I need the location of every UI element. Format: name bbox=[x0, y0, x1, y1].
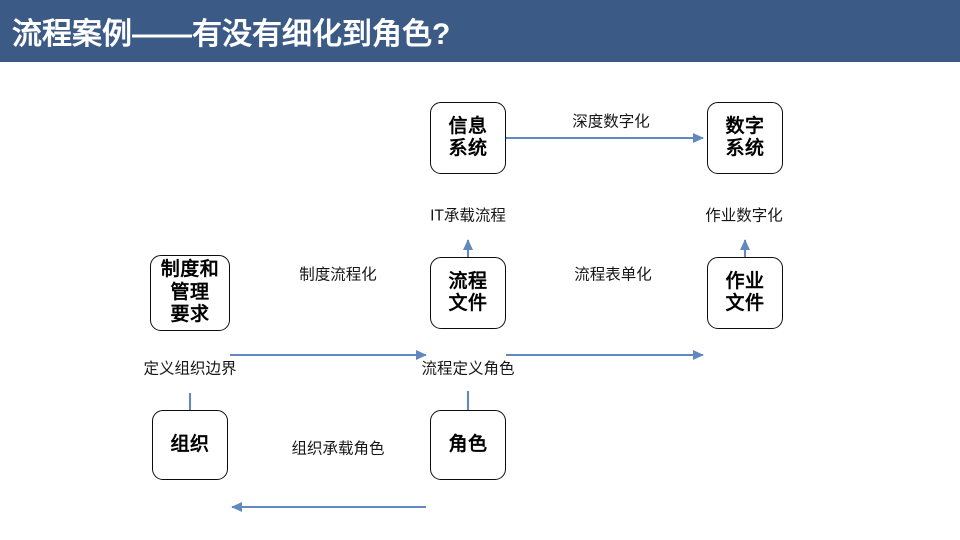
edge-label-process-to-role: 流程定义角色 bbox=[421, 360, 515, 378]
diagram-canvas: 信息 系统 数字 系统 制度和 管理 要求 流程 文件 作业 文件 组织 角色 … bbox=[0, 62, 960, 540]
edge-label-policy-to-process: 制度流程化 bbox=[299, 266, 377, 284]
node-digital-system[interactable]: 数字 系统 bbox=[707, 102, 783, 174]
edge-label-process-to-work: 流程表单化 bbox=[574, 266, 652, 284]
node-label: 流程 文件 bbox=[448, 270, 488, 314]
slide-title-bar: 流程案例——有没有细化到角色? bbox=[0, 0, 960, 62]
node-role[interactable]: 角色 bbox=[430, 410, 506, 480]
edge-label-work-to-digital: 作业数字化 bbox=[705, 207, 783, 225]
node-label: 作业 文件 bbox=[725, 270, 765, 314]
node-label: 角色 bbox=[448, 433, 488, 455]
node-label: 信息 系统 bbox=[448, 115, 488, 159]
edge-label-policy-to-org: 定义组织边界 bbox=[143, 360, 237, 378]
node-label: 组织 bbox=[170, 433, 210, 455]
node-label: 制度和 管理 要求 bbox=[160, 259, 220, 326]
node-organization[interactable]: 组织 bbox=[152, 410, 228, 480]
edge-label-role-to-org: 组织承载角色 bbox=[291, 440, 385, 458]
node-work-document[interactable]: 作业 文件 bbox=[707, 257, 783, 329]
node-label: 数字 系统 bbox=[725, 115, 765, 159]
node-process-document[interactable]: 流程 文件 bbox=[430, 257, 506, 329]
edge-label-info-to-digital: 深度数字化 bbox=[572, 113, 650, 131]
page-title: 流程案例——有没有细化到角色? bbox=[12, 18, 451, 51]
edge-label-process-to-info: IT承载流程 bbox=[430, 207, 506, 225]
node-info-system[interactable]: 信息 系统 bbox=[430, 102, 506, 174]
node-policy-requirement[interactable]: 制度和 管理 要求 bbox=[150, 255, 230, 331]
